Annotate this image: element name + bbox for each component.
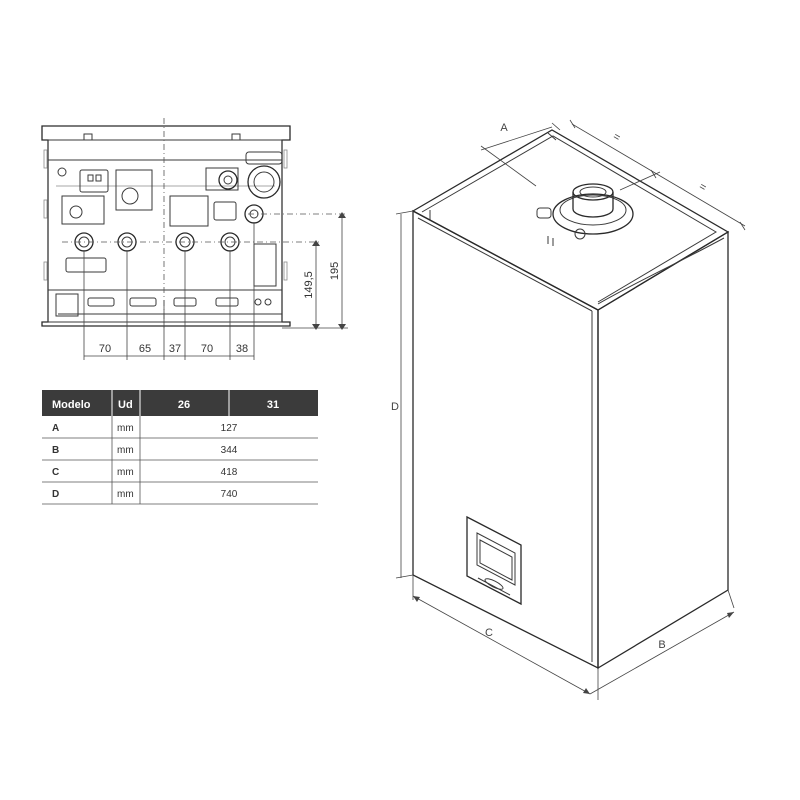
table-header-31: 31 [267,399,279,411]
svg-text:127: 127 [221,423,238,434]
control-panel [466,515,522,606]
dim-label-149-5: 149,5 [303,271,315,299]
boiler-label-a: A [500,122,508,134]
table-header-modelo: Modelo [52,399,91,411]
boiler-dimension-labels: A = = B C D [391,122,708,651]
svg-text:mm: mm [117,489,134,500]
svg-text:D: D [52,489,59,500]
svg-text:740: 740 [221,489,238,500]
dim-label-70-a: 70 [99,343,111,355]
dim-label-65: 65 [139,343,151,355]
boiler-isometric-drawing [395,119,746,700]
front-view-dimension-labels: 70 65 37 70 38 149,5 195 [99,262,341,355]
svg-text:mm: mm [117,423,134,434]
svg-text:B: B [52,445,59,456]
table-header-26: 26 [178,399,190,411]
svg-text:mm: mm [117,445,134,456]
table-row: A mm 127 [52,423,238,434]
boiler-label-equal-2: = [697,181,709,195]
table-row: C mm 418 [52,467,238,478]
svg-text:344: 344 [221,445,238,456]
front-view-drawing [41,118,348,360]
boiler-label-b: B [658,639,665,651]
table-header-ud: Ud [118,399,133,411]
svg-text:418: 418 [221,467,238,478]
svg-text:C: C [52,467,59,478]
dimensions-table: Modelo Ud 26 31 A mm 127 B mm 344 C mm 4… [42,390,318,505]
boiler-label-equal-1: = [611,131,623,145]
table-row: D mm 740 [52,489,238,500]
dim-label-37: 37 [169,343,181,355]
table-row: B mm 344 [52,445,238,456]
svg-text:mm: mm [117,467,134,478]
dim-label-38: 38 [236,343,248,355]
dim-label-195: 195 [329,262,341,280]
svg-text:A: A [52,423,59,434]
boiler-label-c: C [485,627,493,639]
dim-label-70-b: 70 [201,343,213,355]
boiler-label-d: D [391,401,399,413]
flue-outlet [536,183,634,246]
table-header-bg [42,390,318,416]
